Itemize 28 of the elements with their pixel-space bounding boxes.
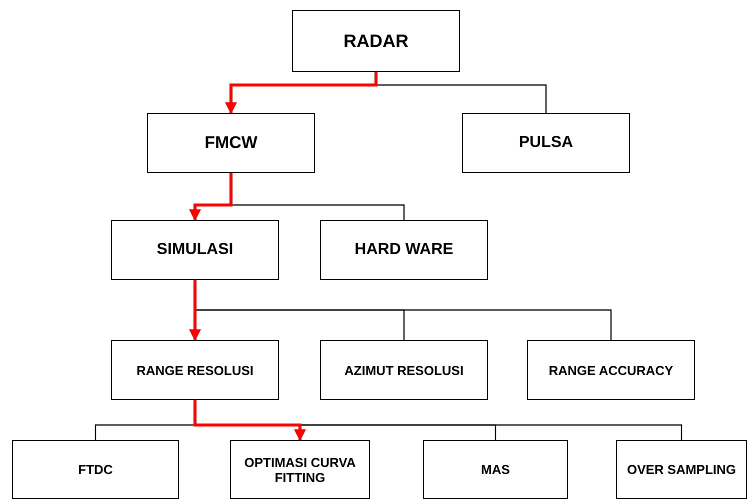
process-box (111, 220, 279, 280)
process-box (12, 440, 179, 499)
box-label: FTDC (78, 462, 113, 477)
process-box (423, 440, 568, 499)
arrow (225, 72, 378, 114)
box-label: FMCW (204, 133, 258, 153)
arrow (189, 280, 201, 342)
process-box (462, 113, 630, 173)
process-box (320, 340, 488, 400)
arrow (194, 400, 306, 442)
process-box (230, 440, 370, 499)
process-box (527, 340, 695, 400)
arrow (189, 173, 232, 222)
box-label: AZIMUT RESOLUSI (344, 362, 464, 378)
box-label: RANGE RESOLUSI (136, 362, 254, 378)
process-box (320, 220, 488, 280)
box-label: HARD WARE (354, 241, 454, 259)
process-box (616, 440, 747, 499)
box-label: MAS (481, 462, 510, 477)
box-label: RADAR (344, 30, 408, 52)
box-label: RANGE ACCURACY (548, 362, 674, 378)
process-box (111, 340, 279, 400)
box-label: PULSA (518, 134, 574, 152)
box-label: OPTIMASI CURVA FITTING (243, 454, 357, 484)
box-label: OVER SAMPLING (626, 462, 736, 477)
box-label: SIMULASI (156, 241, 234, 259)
process-box (147, 113, 315, 173)
process-box (292, 10, 460, 72)
